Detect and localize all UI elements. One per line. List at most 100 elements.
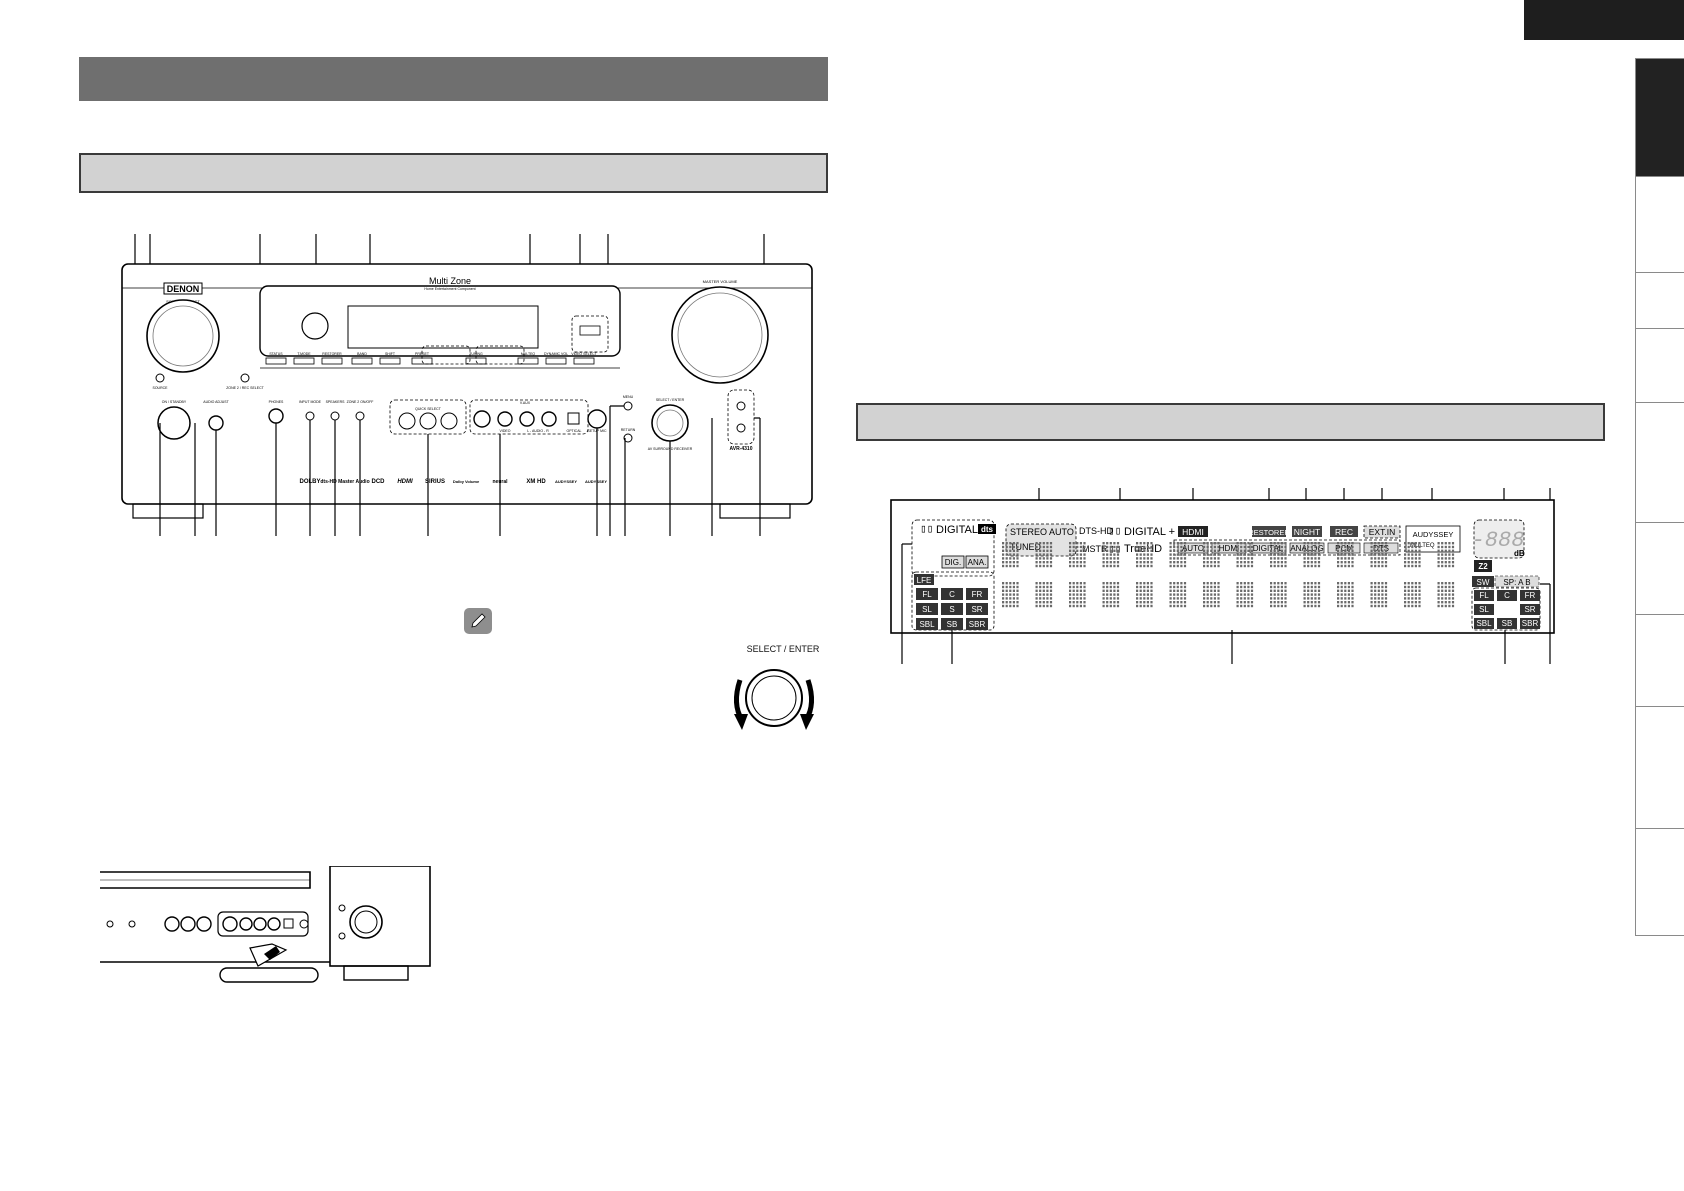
matrix-dot [1113,601,1116,604]
matrix-dot [1079,549,1082,552]
matrix-dot [1005,557,1008,560]
matrix-dot [1347,589,1350,592]
matrix-dot [1377,564,1380,568]
function-button[interactable] [545,357,567,365]
matrix-dot [1310,549,1313,552]
function-button-label: T.MODE [297,352,311,356]
side-tab-7[interactable] [1636,614,1684,706]
side-tab-3[interactable] [1636,272,1684,328]
matrix-dot [1314,582,1317,585]
matrix-dot [1005,585,1008,589]
matrix-dot [1273,582,1276,585]
function-button-label: MULTEQ [521,352,536,356]
side-tab-2[interactable] [1636,176,1684,272]
matrix-dot [1143,549,1146,552]
matrix-dot [1404,597,1407,600]
brand-text: DENON [167,284,200,294]
matrix-dot [1337,542,1340,545]
side-tab-active[interactable] [1636,58,1684,176]
function-button[interactable] [351,357,373,365]
matrix-dot [1411,549,1414,552]
matrix-dot [1314,545,1317,549]
side-tab-6[interactable] [1636,522,1684,614]
matrix-dot [1351,597,1354,600]
matrix-dot [1314,589,1317,592]
matrix-dot [1176,593,1179,596]
matrix-dot [1143,582,1146,585]
matrix-dot [1206,593,1209,596]
side-tab-5[interactable] [1636,402,1684,522]
matrix-dot [1146,561,1149,564]
matrix-dot [1384,601,1388,604]
svg-text:AUDIO ADJUST: AUDIO ADJUST [203,400,229,404]
function-button[interactable] [517,357,539,365]
matrix-dot [1384,589,1388,592]
side-tab-8[interactable] [1636,706,1684,828]
channel-label: SB [1502,619,1513,628]
matrix-dot [1240,549,1243,552]
function-button-label: STATUS [269,352,283,356]
matrix-dot [1270,557,1273,560]
matrix-dot [1136,545,1139,549]
svg-text:MULTEQ: MULTEQ [1410,543,1435,549]
matrix-dot [1203,585,1206,589]
matrix-dot [1139,582,1142,585]
matrix-dot [1418,545,1421,549]
matrix-dot [1414,553,1417,556]
matrix-dot [1213,604,1216,608]
matrix-dot [1176,549,1179,552]
function-button[interactable] [321,357,343,365]
matrix-dot [1206,604,1209,608]
matrix-dot [1002,604,1005,608]
matrix-dot [1203,593,1206,596]
function-button[interactable] [379,357,401,365]
matrix-dot [1072,549,1075,552]
matrix-dot [1418,589,1421,592]
side-tab-9[interactable] [1636,828,1684,936]
matrix-dot [1176,557,1179,560]
matrix-dot [1337,549,1340,552]
matrix-dot [1183,593,1187,596]
matrix-dot [1042,582,1045,585]
matrix-dot [1203,561,1206,564]
matrix-dot [1217,593,1220,596]
matrix-dot [1012,545,1015,549]
matrix-dot [1347,604,1350,608]
matrix-dot [1180,601,1183,604]
matrix-dot [1113,582,1116,585]
matrix-dot [1206,553,1209,556]
matrix-dot [1240,589,1243,592]
matrix-dot [1143,597,1146,600]
svg-text:HDMI: HDMI [1182,527,1204,537]
matrix-dot [1284,549,1287,552]
function-button[interactable] [573,357,595,365]
channel-indicator [916,588,938,600]
matrix-dot [1069,593,1072,596]
side-tab-4[interactable] [1636,328,1684,402]
matrix-dot [1374,561,1377,564]
matrix-dot [1203,553,1206,556]
matrix-dot [1451,593,1455,596]
matrix-dot [1340,601,1343,604]
matrix-dot [1049,601,1053,604]
matrix-dot [1404,545,1407,549]
function-button[interactable] [293,357,315,365]
function-button[interactable] [265,357,287,365]
foot-left [132,503,204,519]
matrix-dot [1303,589,1306,592]
matrix-dot [1035,582,1038,585]
matrix-dot [1307,593,1310,596]
note-pencil-icon [464,608,492,634]
matrix-dot [1042,564,1045,568]
matrix-dot [1046,542,1049,545]
svg-text:Z2: Z2 [1478,562,1488,571]
matrix-dot [1307,557,1310,560]
channel-label: SBR [969,620,986,629]
svg-text:SPEAKERS: SPEAKERS [326,400,346,404]
matrix-dot [1404,601,1407,604]
matrix-dot [1039,561,1042,564]
matrix-dot [1042,542,1045,545]
matrix-dot [1016,564,1019,568]
night-indicator [1292,526,1322,537]
